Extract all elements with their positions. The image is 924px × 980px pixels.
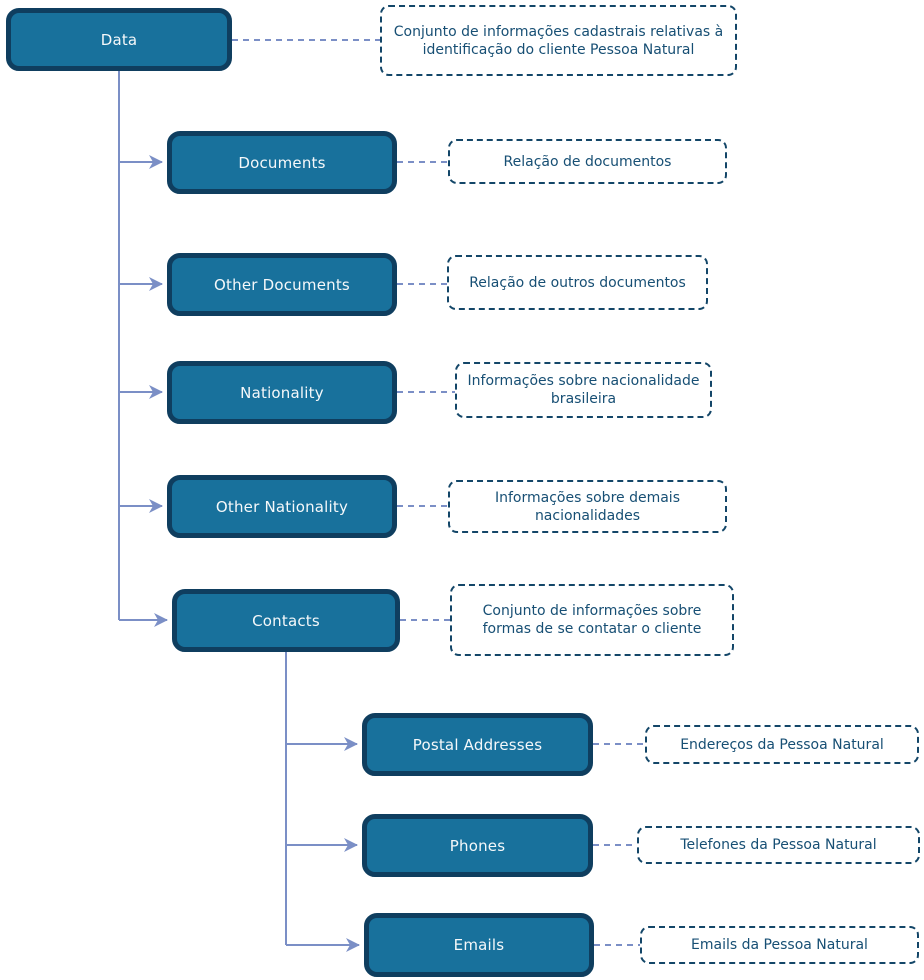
node-postal-addresses: Postal Addresses: [362, 713, 593, 776]
node-documents-label: Documents: [238, 153, 326, 172]
node-other-nationality-label: Other Nationality: [215, 497, 349, 516]
node-nationality-label: Nationality: [240, 383, 324, 402]
annotation-nationality: Informações sobre nacionalidade brasilei…: [455, 362, 712, 418]
annotation-contacts-text: Conjunto de informações sobre formas de …: [482, 603, 702, 637]
annotation-other-documents: Relação de outros documentos: [447, 255, 708, 310]
annotation-postal-addresses: Endereços da Pessoa Natural: [645, 725, 919, 764]
node-nationality: Nationality: [167, 361, 397, 424]
annotation-postal-addresses-text: Endereços da Pessoa Natural: [680, 736, 884, 753]
annotation-other-documents-text: Relação de outros documentos: [469, 274, 686, 291]
annotation-phones-text: Telefones da Pessoa Natural: [680, 837, 877, 853]
node-data: Data: [6, 8, 232, 71]
annotation-other-nationality-text: Informações sobre demais nacionalidades: [494, 489, 680, 524]
annotation-data: Conjunto de informações cadastrais relat…: [380, 5, 737, 76]
node-contacts-label: Contacts: [252, 611, 320, 630]
node-data-label: Data: [100, 30, 138, 49]
annotation-documents: Relação de documentos: [448, 139, 727, 184]
node-documents: Documents: [167, 131, 397, 194]
annotation-other-nationality: Informações sobre demais nacionalidades: [448, 480, 727, 533]
annotation-data-text: Conjunto de informações cadastrais relat…: [393, 23, 724, 58]
node-other-nationality: Other Nationality: [167, 475, 397, 538]
annotation-documents-text: Relação de documentos: [503, 153, 672, 170]
node-emails: Emails: [364, 913, 594, 977]
annotation-phones: Telefones da Pessoa Natural: [637, 826, 920, 864]
node-other-documents: Other Documents: [167, 253, 397, 316]
node-postal-addresses-label: Postal Addresses: [412, 735, 543, 754]
node-other-documents-label: Other Documents: [214, 275, 350, 294]
annotation-nationality-text: Informações sobre nacionalidade brasilei…: [467, 373, 700, 407]
annotation-emails: Emails da Pessoa Natural: [640, 926, 919, 964]
node-emails-label: Emails: [453, 936, 505, 954]
node-phones-label: Phones: [449, 836, 506, 855]
annotation-contacts: Conjunto de informações sobre formas de …: [450, 584, 734, 656]
annotation-emails-text: Emails da Pessoa Natural: [691, 937, 868, 953]
node-contacts: Contacts: [172, 589, 400, 652]
node-phones: Phones: [362, 814, 593, 877]
